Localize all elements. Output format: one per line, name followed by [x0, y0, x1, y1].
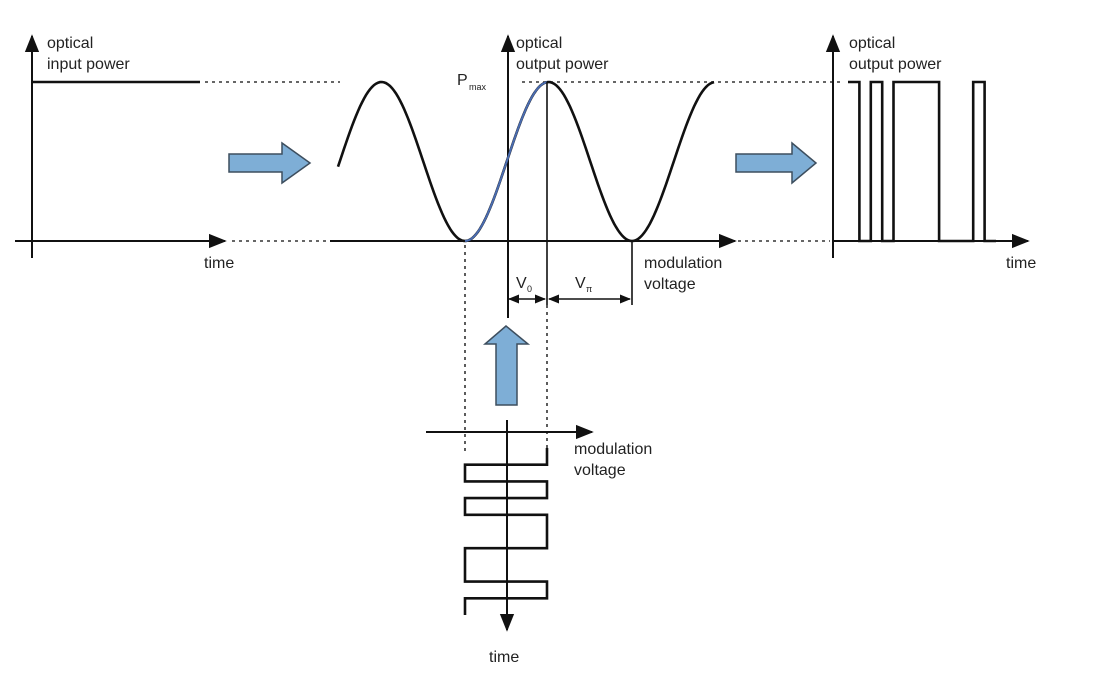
transfer-panel: optical output power P max V 0 V π modul…	[330, 34, 840, 455]
drive-x-label-line2: voltage	[574, 462, 626, 479]
pmax-main: P	[457, 72, 468, 89]
output-panel: optical output power time	[825, 34, 1036, 272]
input-y-label-line2: input power	[47, 56, 130, 73]
transfer-y-label-line2: output power	[516, 56, 609, 73]
vpi-main: V	[575, 275, 586, 292]
v0-label: V 0	[516, 275, 532, 294]
output-x-label: time	[1006, 255, 1036, 272]
transfer-x-label-line1: modulation	[644, 255, 722, 272]
v0-main: V	[516, 275, 527, 292]
input-y-label-line1: optical	[47, 35, 93, 52]
input-x-label: time	[204, 255, 234, 272]
vpi-label: V π	[575, 275, 592, 294]
drive-signal-trace	[463, 448, 549, 615]
input-panel: optical input power time	[15, 34, 340, 272]
output-signal-trace	[848, 80, 996, 243]
transfer-curve	[336, 80, 715, 243]
output-y-label-line2: output power	[849, 56, 942, 73]
drive-y-label: time	[489, 649, 519, 666]
v0-sub: 0	[527, 284, 532, 294]
output-y-label-line1: optical	[849, 35, 895, 52]
drive-x-label-line1: modulation	[574, 441, 652, 458]
flow-arrow-right-1-icon	[228, 141, 312, 185]
bias-segment-curve	[464, 81, 548, 242]
flow-arrow-right-2-icon	[735, 141, 818, 185]
drive-panel: modulation voltage time	[426, 420, 652, 666]
flow-arrow-up-icon	[482, 325, 531, 406]
transfer-y-label-line1: optical	[516, 35, 562, 52]
pmax-sub: max	[469, 82, 487, 92]
vpi-sub: π	[586, 284, 592, 294]
transfer-x-label-line2: voltage	[644, 276, 696, 293]
pmax-label: P max	[457, 72, 487, 92]
